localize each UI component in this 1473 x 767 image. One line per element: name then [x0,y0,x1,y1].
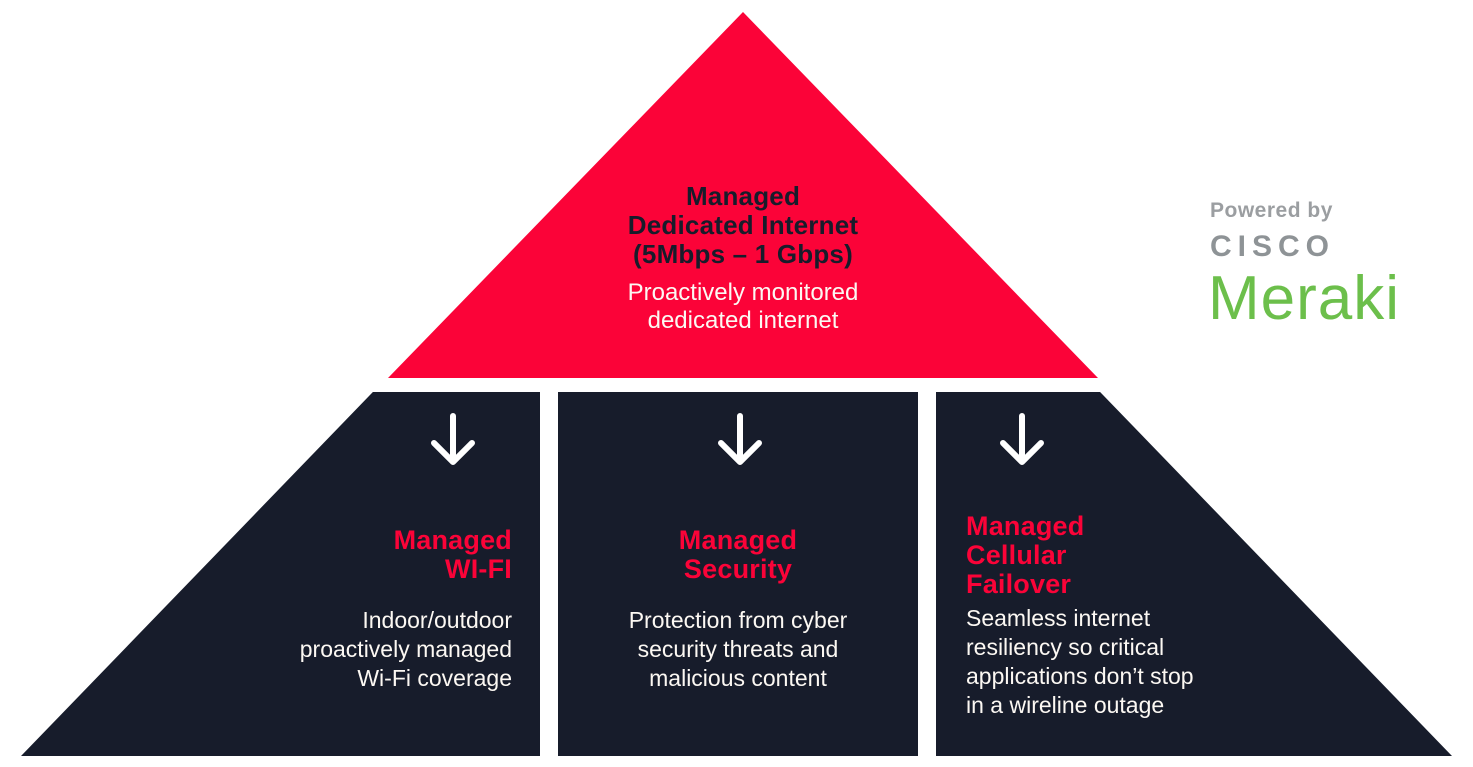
segment-managed-cellular-failover: Managed Cellular Failover Seamless inter… [936,392,1452,756]
body-line: Indoor/outdoor [362,607,512,633]
body-line: in a wireline outage [966,692,1165,718]
cisco-logo-text: CISCO [1210,230,1336,263]
segment-description: Indoor/outdoor proactively managed Wi-Fi… [300,606,512,693]
title-line: Managed [678,525,798,555]
subtitle-line: dedicated internet [647,307,839,334]
top-segment-content: Managed Dedicated Internet (5Mbps – 1 Gb… [388,182,1098,335]
down-arrow-icon [718,413,762,465]
down-arrow-icon [1000,413,1044,465]
top-segment-subtitle: Proactively monitored dedicated internet [388,279,1098,335]
body-line: proactively managed [299,636,512,662]
title-line: Managed [966,511,1085,541]
title-line: Managed [393,525,512,555]
segment-title: Managed WI-FI [394,526,512,584]
subtitle-line: Proactively monitored [627,279,859,306]
title-line: Cellular [966,540,1067,570]
meraki-logo-text: Meraki [1208,264,1401,333]
body-line: resiliency so critical [966,634,1165,660]
segment-title: Managed Cellular Failover [966,512,1084,599]
body-line: applications don’t stop [966,663,1194,689]
down-arrow-icon [431,413,475,465]
powered-by-label: Powered by [1210,199,1333,222]
powered-by-cisco-meraki-logo: Powered by CISCO Meraki [1208,199,1401,333]
title-line: Managed [685,181,801,211]
title-line: WI-FI [445,554,512,584]
title-line: Dedicated Internet [627,210,859,240]
pyramid-top-segment: Managed Dedicated Internet (5Mbps – 1 Gb… [388,12,1098,378]
title-line: Failover [966,569,1072,599]
body-line: malicious content [649,665,827,691]
segment-description: Protection from cyber security threats a… [558,606,918,693]
body-line: Protection from cyber [628,607,848,633]
body-line: Wi-Fi coverage [357,665,512,691]
segment-title: Managed Security [558,526,918,584]
segment-description: Seamless internet resiliency so critical… [966,604,1194,720]
segment-managed-security: Managed Security Protection from cyber s… [558,392,918,756]
body-line: Seamless internet [966,605,1151,631]
title-line: (5Mbps – 1 Gbps) [633,239,853,269]
title-line: Security [683,554,793,584]
segment-managed-wifi: Managed WI-FI Indoor/outdoor proactively… [21,392,540,756]
top-segment-title: Managed Dedicated Internet (5Mbps – 1 Gb… [388,182,1098,269]
body-line: security threats and [637,636,839,662]
